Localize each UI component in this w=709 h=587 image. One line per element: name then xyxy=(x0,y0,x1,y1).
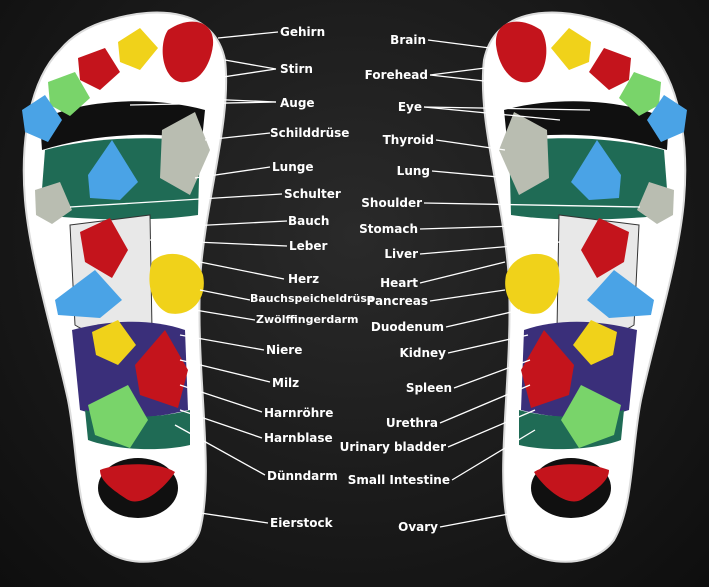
stone-yellow xyxy=(149,253,204,314)
stone-red xyxy=(135,330,188,408)
label-de-lunge: Lunge xyxy=(272,160,314,174)
label-en-urinary-bladder: Urinary bladder xyxy=(339,440,446,454)
leader-lines-right xyxy=(419,39,641,528)
stone-red xyxy=(581,218,629,278)
stone-blue xyxy=(587,270,654,318)
label-de-bauchspeicheldruese: Bauchspeicheldrüse xyxy=(250,292,375,305)
leader-lines-left xyxy=(69,31,288,524)
stone-gray xyxy=(637,182,674,224)
stone-green xyxy=(48,72,90,116)
stone-red xyxy=(80,218,128,278)
stone-gray xyxy=(35,182,72,224)
right-foot xyxy=(481,11,687,563)
label-en-spleen: Spleen xyxy=(405,381,452,395)
label-de-gehirn: Gehirn xyxy=(280,25,326,39)
label-en-eye: Eye xyxy=(397,100,422,114)
label-de-eierstock: Eierstock xyxy=(270,516,333,530)
left-stones xyxy=(22,21,214,502)
stone-yellow xyxy=(92,320,136,365)
label-de-bauch: Bauch xyxy=(288,214,330,228)
label-de-zwoelffingerdarm: Zwölffingerdarm xyxy=(256,313,359,326)
label-en-shoulder: Shoulder xyxy=(361,196,422,210)
label-en-urethra: Urethra xyxy=(385,416,438,430)
label-de-schulter: Schulter xyxy=(284,187,341,201)
stone-red xyxy=(589,48,631,90)
stone-red xyxy=(100,464,175,502)
stone-red xyxy=(534,464,609,502)
label-en-forehead: Forehead xyxy=(364,68,428,82)
stone-blue xyxy=(55,270,122,318)
stone-red xyxy=(495,21,547,83)
stone-yellow xyxy=(573,320,617,365)
stone-green xyxy=(561,385,621,448)
label-en-ovary: Ovary xyxy=(398,520,438,534)
label-en-duodenum: Duodenum xyxy=(370,320,444,334)
label-en-thyroid: Thyroid xyxy=(382,133,434,147)
stone-yellow xyxy=(118,28,158,70)
label-en-kidney: Kidney xyxy=(399,346,446,360)
right-zone-toes xyxy=(504,101,669,150)
label-de-schilddruese: Schilddrüse xyxy=(270,126,350,140)
label-de-milz: Milz xyxy=(272,376,300,390)
label-de-stirn: Stirn xyxy=(280,62,313,76)
label-de-herz: Herz xyxy=(288,272,320,286)
label-en-brain: Brain xyxy=(390,33,426,47)
left-zone-toes xyxy=(40,101,205,150)
stone-gray xyxy=(160,112,210,195)
stone-blue xyxy=(571,140,621,200)
label-de-harnroehre: Harnröhre xyxy=(264,406,334,420)
label-en-liver: Liver xyxy=(384,247,418,261)
label-en-stomach: Stomach xyxy=(359,222,418,236)
stone-green xyxy=(619,72,661,116)
label-en-lung: Lung xyxy=(396,164,430,178)
label-en-pancreas: Pancreas xyxy=(366,294,428,308)
stone-blue xyxy=(22,95,62,142)
stone-red xyxy=(78,48,120,90)
stone-blue xyxy=(88,140,138,200)
stone-yellow xyxy=(551,28,591,70)
label-de-duenndarm: Dünndarm xyxy=(267,469,338,483)
stone-red xyxy=(521,330,574,408)
stone-yellow xyxy=(505,253,560,314)
label-de-niere: Niere xyxy=(266,343,303,357)
label-de-harnblase: Harnblase xyxy=(264,431,333,445)
label-de-leber: Leber xyxy=(289,239,328,253)
label-de-auge: Auge xyxy=(280,96,315,110)
stone-gray xyxy=(499,112,549,195)
stone-red xyxy=(162,21,214,83)
label-en-small-intestine: Small Intestine xyxy=(347,473,450,487)
stone-blue xyxy=(647,95,687,142)
stone-green xyxy=(88,385,148,448)
right-stones xyxy=(495,21,687,502)
label-en-heart: Heart xyxy=(380,276,418,290)
left-foot xyxy=(22,11,228,563)
